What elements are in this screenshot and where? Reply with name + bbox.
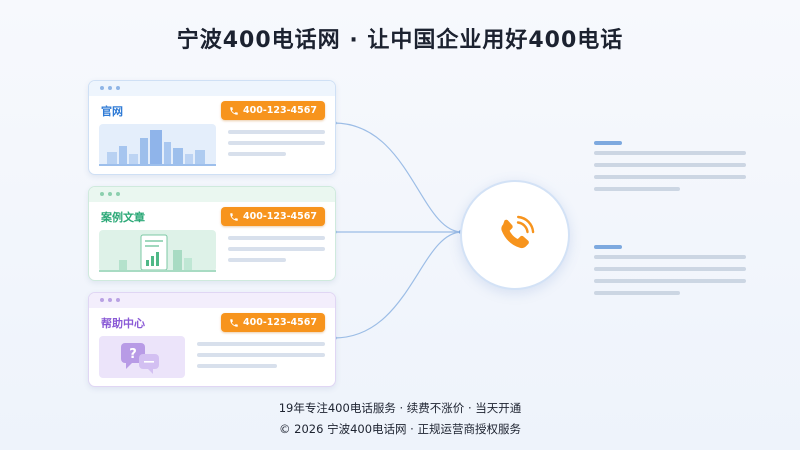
phone-number: 400-123-4567 [243, 317, 317, 328]
card-titlebar [89, 293, 335, 308]
card-label: 案例文章 [101, 211, 145, 224]
window-dot [100, 86, 104, 90]
phone-ringing-icon [501, 215, 535, 249]
question-chat-illustration: ? [99, 336, 185, 378]
card-help-center[interactable]: 帮助中心 400-123-4567 ? [88, 292, 336, 387]
card-label: 官网 [101, 105, 123, 118]
phone-number: 400-123-4567 [243, 105, 317, 116]
phone-number-button[interactable]: 400-123-4567 [221, 313, 325, 332]
card-titlebar [89, 187, 335, 202]
card-case-articles[interactable]: 案例文章 400-123-4567 [88, 186, 336, 281]
question-chat-icon: ? [121, 343, 159, 374]
phone-hub[interactable] [460, 180, 570, 290]
document-chart-illustration [99, 230, 216, 272]
phone-icon [230, 318, 238, 327]
phone-icon [230, 212, 238, 221]
phone-number-button[interactable]: 400-123-4567 [221, 207, 325, 226]
city-skyline-icon [99, 130, 216, 166]
phone-number-button[interactable]: 400-123-4567 [221, 101, 325, 120]
svg-text:?: ? [129, 347, 137, 362]
window-dot [116, 86, 120, 90]
footer-line-2: © 2026 宁波400电话网 · 正规运营商授权服务 [279, 422, 521, 436]
city-skyline-illustration [99, 124, 216, 166]
window-dot [100, 192, 104, 196]
document-chart-icon [99, 234, 216, 272]
window-dot [108, 86, 112, 90]
card-official-site[interactable]: 官网 400-123-4567 [88, 80, 336, 175]
text-placeholder-lines [228, 236, 325, 269]
text-placeholder-block [594, 141, 746, 199]
text-placeholder-lines [197, 342, 325, 375]
card-titlebar [89, 81, 335, 96]
connector-line-bottom [333, 231, 463, 339]
page-title: 宁波400电话网 · 让中国企业用好400电话 [176, 28, 624, 53]
phone-icon [230, 106, 238, 115]
window-dot [108, 192, 112, 196]
window-dot [116, 192, 120, 196]
footer-line-1: 19年专注400电话服务 · 续费不涨价 · 当天开通 [278, 401, 522, 415]
text-placeholder-lines [228, 130, 325, 163]
connector-line-top [333, 122, 463, 233]
window-dot [108, 298, 112, 302]
text-placeholder-block [594, 245, 746, 303]
window-dot [116, 298, 120, 302]
window-dot [100, 298, 104, 302]
card-label: 帮助中心 [101, 317, 145, 330]
phone-number: 400-123-4567 [243, 211, 317, 222]
